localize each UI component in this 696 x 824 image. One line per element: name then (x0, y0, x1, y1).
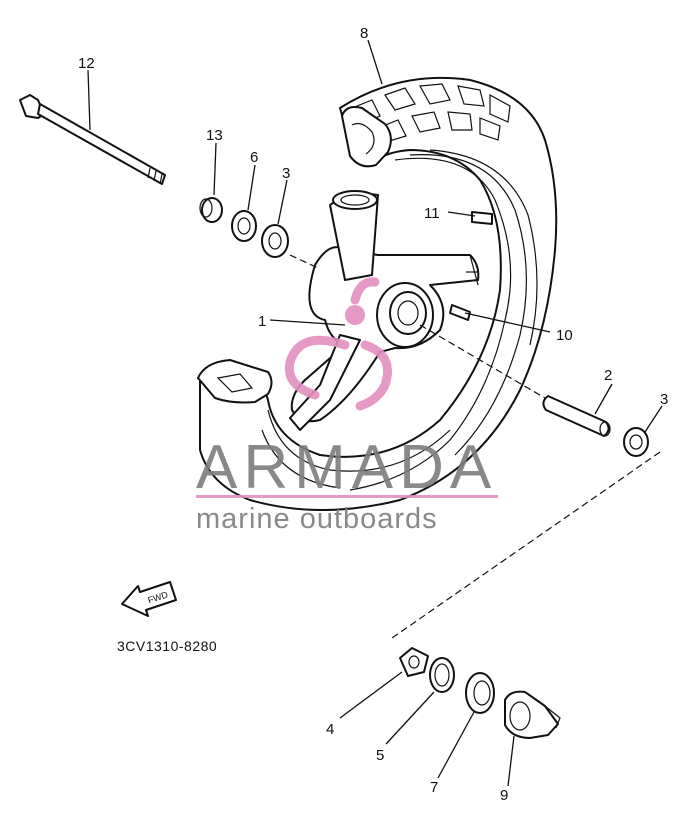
callout-5: 4 (326, 721, 334, 738)
callout-3-left: 3 (282, 165, 290, 182)
watermark-underline (196, 495, 498, 498)
callout-9: 10 (556, 327, 573, 344)
callout-4: 6 (250, 149, 258, 166)
assembly-centerline (289, 254, 661, 639)
callout-13: 13 (206, 127, 223, 144)
oil-seal-4 (231, 210, 257, 242)
front-axle (19, 94, 166, 185)
speedometer-gear-unit-11 (504, 690, 561, 739)
callout-11: 9 (500, 787, 508, 804)
rim-band-10 (471, 211, 493, 225)
valve-9 (449, 304, 471, 321)
armada-logo-mark (284, 277, 392, 411)
callout-1: 1 (258, 313, 266, 330)
callout-10: 11 (424, 205, 440, 222)
callout-8: 8 (360, 25, 368, 42)
leader-lines (87, 39, 663, 787)
part-code: 3CV1310-8280 (117, 638, 217, 654)
tire (197, 77, 558, 511)
forward-direction-badge: FWD (121, 581, 177, 617)
watermark-tagline: marine outboards (196, 503, 438, 535)
callout-7: 7 (430, 779, 438, 796)
spacer-2 (542, 395, 611, 437)
collar-13 (199, 197, 223, 223)
oil-seal-6 (429, 657, 455, 693)
gear-unit-clutch-5 (399, 647, 429, 677)
callout-12: 12 (78, 55, 95, 72)
watermark-brand: ARMADA (196, 433, 497, 502)
callout-labels: 8 12 13 6 3 11 1 10 2 3 4 5 7 9 (78, 25, 668, 804)
bearing-7 (465, 672, 495, 714)
bearing-3-right (623, 427, 649, 457)
callout-6: 5 (376, 747, 384, 764)
armada-watermark: ARMADA marine outboards (196, 277, 498, 535)
wheel-rim (289, 190, 480, 431)
callout-2: 2 (604, 367, 612, 384)
callout-3-right: 3 (660, 391, 668, 408)
bearing-3-left (261, 224, 289, 258)
